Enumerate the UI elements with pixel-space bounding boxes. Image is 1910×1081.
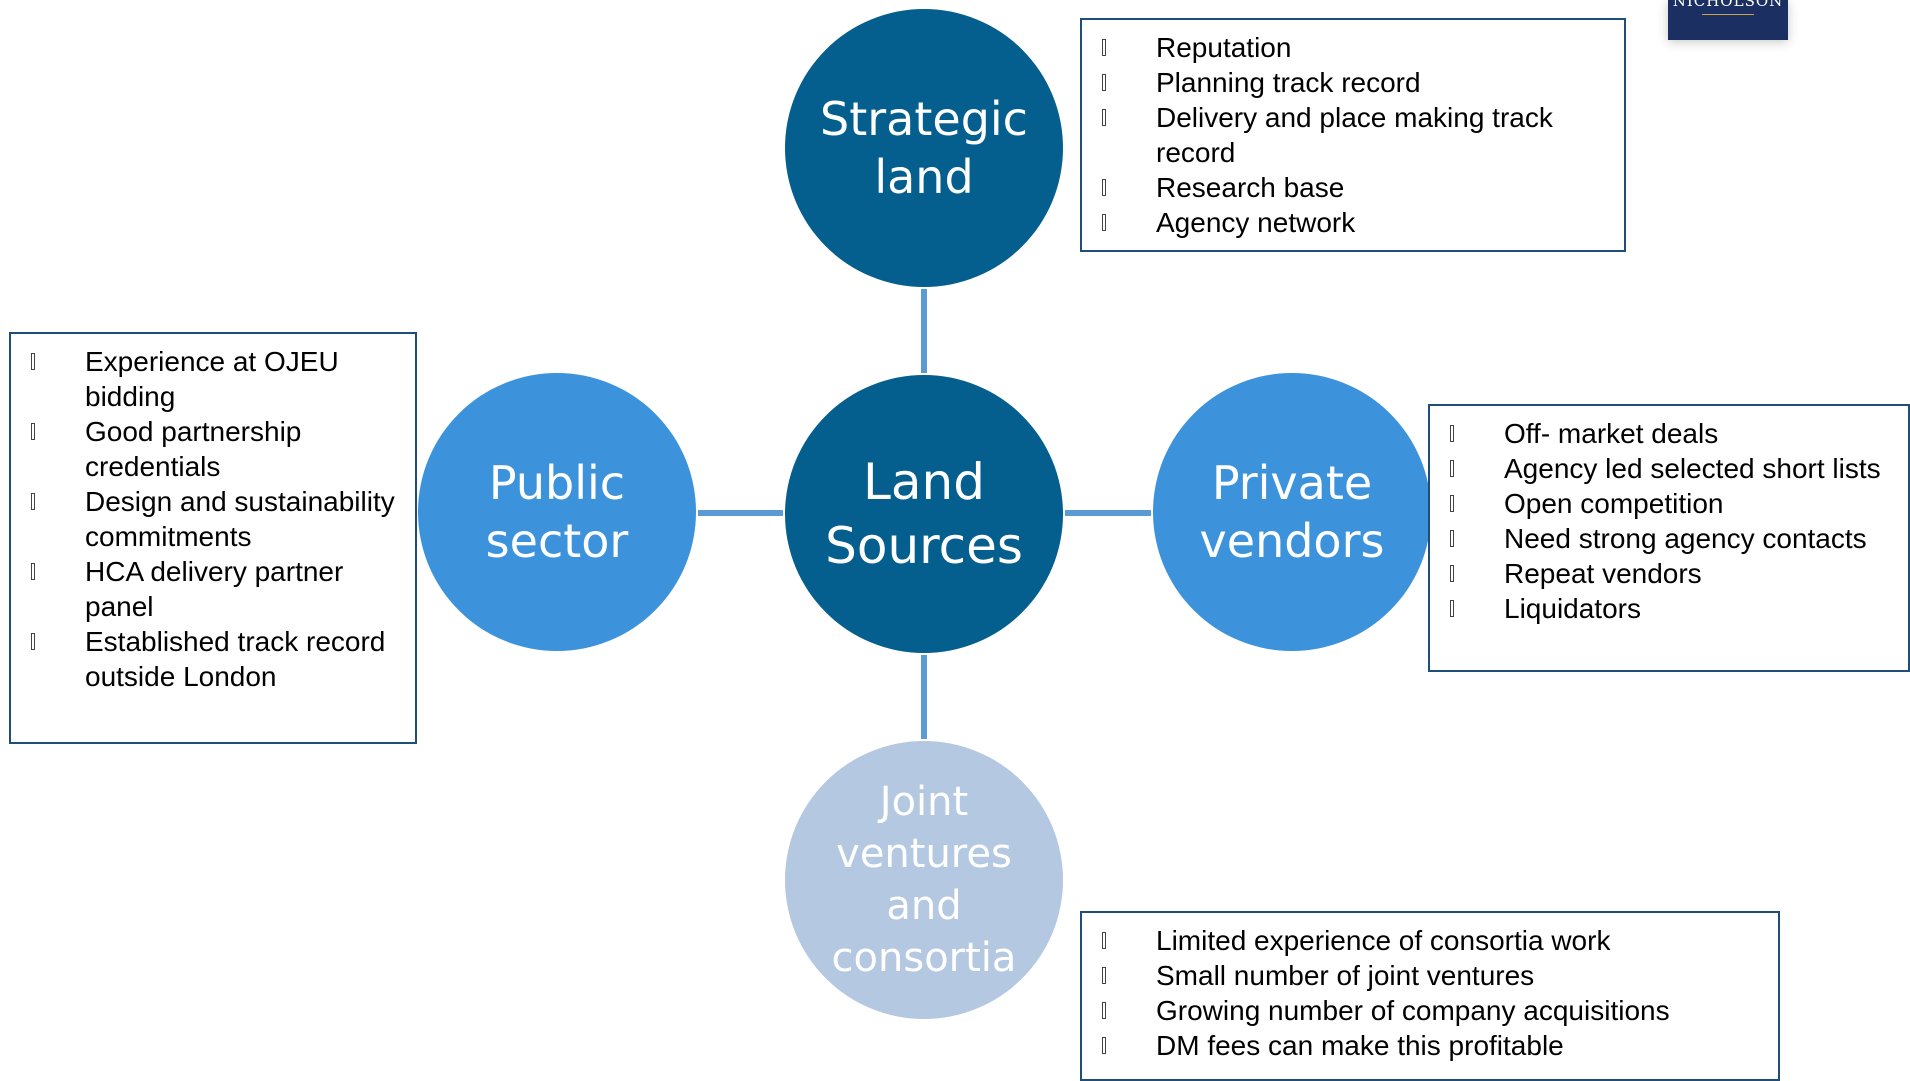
list-item-text: Open competition xyxy=(1504,488,1724,519)
connector-left xyxy=(698,510,783,516)
connector-right xyxy=(1065,510,1151,516)
list-item: Growing number of company acquisitions xyxy=(1096,993,1768,1028)
bullet-icon xyxy=(1102,967,1106,984)
list-item: Experience at OJEU bidding xyxy=(25,344,405,414)
private-vendors-box: Off- market deals Agency led selected sh… xyxy=(1428,404,1910,672)
bullet-icon xyxy=(1102,179,1106,196)
node-label-line: and xyxy=(886,883,962,929)
list-item-text: Off- market deals xyxy=(1504,418,1719,449)
list-item-text: Liquidators xyxy=(1504,593,1641,624)
bullet-list: Reputation Planning track record Deliver… xyxy=(1096,30,1614,240)
list-item-text: Agency led selected short lists xyxy=(1504,453,1881,484)
node-label-line: vendors xyxy=(1199,514,1385,568)
list-item-text: Need strong agency contacts xyxy=(1504,523,1867,554)
bullet-icon xyxy=(31,423,35,440)
bullet-icon xyxy=(1450,600,1454,617)
connector-top xyxy=(921,289,927,373)
bullet-icon xyxy=(1102,1002,1106,1019)
connector-bottom xyxy=(921,655,927,739)
bullet-icon xyxy=(31,353,35,370)
bullet-icon xyxy=(1102,1037,1106,1054)
bullet-icon xyxy=(1102,932,1106,949)
node-label-line: Strategic xyxy=(820,92,1028,146)
bullet-icon xyxy=(31,633,35,650)
list-item-text: Small number of joint ventures xyxy=(1156,960,1535,991)
bullet-icon xyxy=(1450,460,1454,477)
list-item: Reputation xyxy=(1096,30,1614,65)
list-item: DM fees can make this profitable xyxy=(1096,1028,1768,1063)
list-item: HCA delivery partner panel xyxy=(25,554,405,624)
list-item-text: HCA delivery partner panel xyxy=(85,556,344,622)
bullet-icon xyxy=(1102,214,1106,231)
node-label-line: consortia xyxy=(831,935,1017,981)
list-item-text: Limited experience of consortia work xyxy=(1156,925,1611,956)
list-item-text: Delivery and place making track record xyxy=(1156,102,1553,168)
joint-ventures-box: Limited experience of consortia work Sma… xyxy=(1080,911,1780,1081)
list-item: Good partnership credentials xyxy=(25,414,405,484)
logo-rule xyxy=(1702,14,1754,15)
list-item-text: Research base xyxy=(1156,172,1345,203)
bullet-icon xyxy=(1450,565,1454,582)
bullet-list: Limited experience of consortia work Sma… xyxy=(1096,923,1768,1063)
logo-text: NICHOLSON xyxy=(1672,0,1784,10)
list-item: Delivery and place making track record xyxy=(1096,100,1614,170)
company-logo: NICHOLSON xyxy=(1668,0,1788,40)
list-item-text: Good partnership credentials xyxy=(85,416,302,482)
bullet-icon xyxy=(1450,495,1454,512)
list-item: Planning track record xyxy=(1096,65,1614,100)
public-sector-box: Experience at OJEU bidding Good partners… xyxy=(9,332,417,744)
list-item-text: Agency network xyxy=(1156,207,1356,238)
list-item-text: Growing number of company acquisitions xyxy=(1156,995,1670,1026)
bullet-icon xyxy=(1102,74,1106,91)
node-label-line: Public xyxy=(488,456,626,510)
list-item: Research base xyxy=(1096,170,1614,205)
list-item-text: Experience at OJEU bidding xyxy=(85,346,339,412)
bullet-icon xyxy=(1102,109,1106,126)
list-item: Need strong agency contacts xyxy=(1444,521,1898,556)
bullet-icon xyxy=(31,563,35,580)
list-item: Off- market deals xyxy=(1444,416,1898,451)
list-item: Agency network xyxy=(1096,205,1614,240)
bullet-list: Off- market deals Agency led selected sh… xyxy=(1444,416,1898,626)
bullet-icon xyxy=(1450,425,1454,442)
list-item-text: Planning track record xyxy=(1156,67,1421,98)
node-label-line: Sources xyxy=(825,517,1023,575)
bullet-list: Experience at OJEU bidding Good partners… xyxy=(25,344,405,694)
list-item: Open competition xyxy=(1444,486,1898,521)
list-item-text: Repeat vendors xyxy=(1504,558,1702,589)
bullet-icon xyxy=(1450,530,1454,547)
bullet-icon xyxy=(1102,39,1106,56)
node-label-line: land xyxy=(874,150,974,204)
list-item: Limited experience of consortia work xyxy=(1096,923,1768,958)
list-item: Small number of joint ventures xyxy=(1096,958,1768,993)
node-label-line: Joint xyxy=(879,779,969,825)
node-label-line: sector xyxy=(485,514,629,568)
node-label-line: Private xyxy=(1211,456,1373,510)
list-item-text: Design and sustainability commitments xyxy=(85,486,395,552)
list-item-text: Reputation xyxy=(1156,32,1292,63)
bullet-icon xyxy=(31,493,35,510)
node-joint-ventures: Joint ventures and consortia xyxy=(785,741,1063,1019)
list-item: Agency led selected short lists xyxy=(1444,451,1898,486)
list-item: Repeat vendors xyxy=(1444,556,1898,591)
node-label-line: Land xyxy=(863,453,985,511)
list-item: Liquidators xyxy=(1444,591,1898,626)
node-label-line: ventures xyxy=(836,831,1012,877)
list-item: Established track record outside London xyxy=(25,624,405,694)
list-item: Design and sustainability commitments xyxy=(25,484,405,554)
list-item-text: Established track record outside London xyxy=(85,626,386,692)
list-item-text: DM fees can make this profitable xyxy=(1156,1030,1564,1061)
strategic-land-box: Reputation Planning track record Deliver… xyxy=(1080,18,1626,252)
